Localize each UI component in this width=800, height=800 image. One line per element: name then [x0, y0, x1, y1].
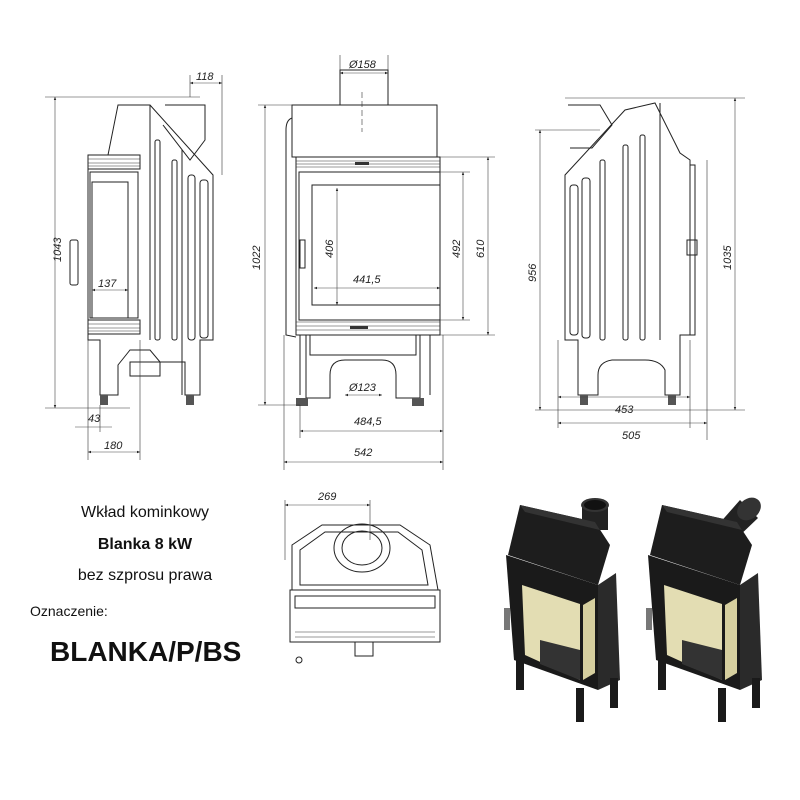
dim-height-1043: 1043	[52, 237, 64, 262]
front-view: Ø158 1022 406 441,5 492 610 Ø123 484,5 5…	[251, 55, 495, 470]
dim-118: 118	[196, 71, 214, 83]
designation-label: Oznaczenie:	[30, 603, 108, 619]
dim-43: 43	[88, 413, 101, 425]
dim-180: 180	[104, 440, 123, 452]
dim-inlet-123: Ø123	[348, 382, 377, 394]
dim-406: 406	[324, 239, 336, 258]
top-view: 269	[284, 491, 441, 664]
dim-492: 492	[451, 240, 463, 258]
side-view-left: 1043 118 137 43 180	[45, 71, 223, 460]
product-model-label: Blanka 8 kW	[97, 536, 193, 553]
dim-542: 542	[354, 447, 372, 459]
dim-269: 269	[317, 491, 336, 503]
bottom-grille	[296, 321, 440, 331]
dim-610: 610	[475, 239, 487, 258]
dim-137: 137	[98, 278, 117, 290]
product-type-label: Wkład kominkowy	[80, 504, 210, 521]
render-3d-straight-flue	[504, 498, 620, 722]
dim-505: 505	[622, 430, 641, 442]
top-grille	[296, 160, 440, 168]
dim-956: 956	[527, 263, 539, 282]
render-3d-angled-flue	[646, 497, 762, 722]
dim-484-5: 484,5	[354, 416, 382, 428]
product-variant-label: bez szprosu prawa	[77, 567, 213, 584]
dim-453: 453	[615, 404, 634, 416]
dim-1035: 1035	[722, 245, 734, 270]
dim-441-5: 441,5	[353, 274, 381, 286]
side-view-right: 956 1035 453 505	[527, 97, 745, 442]
designation-code: BLANKA/P/BS	[50, 636, 242, 667]
dim-flue-158: Ø158	[348, 59, 377, 71]
dim-height-1022: 1022	[251, 246, 263, 270]
